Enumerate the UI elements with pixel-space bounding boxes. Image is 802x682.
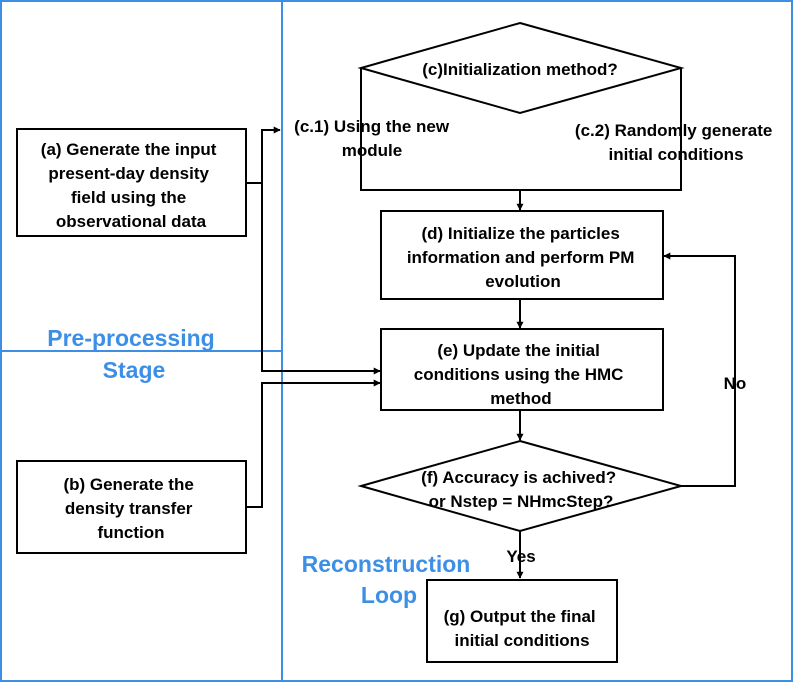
edge-yes-label: Yes xyxy=(506,547,535,566)
preprocessing-stage-label-line2: Stage xyxy=(103,357,166,383)
edge-c-merge-right xyxy=(520,68,682,191)
edge-f-no-loop-to-d xyxy=(663,252,736,487)
preprocessing-stage-label-line1: Pre-processing xyxy=(47,325,214,351)
edge-a-to-c1 xyxy=(246,126,281,184)
node-d-label: (d) Initialize the particles information… xyxy=(407,224,639,291)
reconstruction-loop-label-line1: Reconstruction xyxy=(302,551,471,577)
node-a-label: (a) Generate the input present-day densi… xyxy=(41,140,221,231)
reconstruction-loop-label-line2: Loop xyxy=(361,582,417,608)
node-g-label: (g) Output the final initial conditions xyxy=(444,607,601,650)
node-c-decision xyxy=(357,21,685,115)
node-c1-label: (c.1) Using the new module xyxy=(294,117,454,160)
node-a-box xyxy=(16,128,247,237)
node-e-box xyxy=(380,328,664,411)
connectors xyxy=(246,68,736,579)
node-d-box xyxy=(380,210,664,300)
edge-a-to-e xyxy=(261,183,381,375)
node-e-label: (e) Update the initial conditions using … xyxy=(414,341,628,408)
node-c-label: (c)Initialization method? xyxy=(422,60,618,79)
edge-no-label: No xyxy=(724,374,747,393)
node-f-label: (f) Accuracy is achived? or Nstep = NHmc… xyxy=(421,468,621,511)
edge-c-merge-left xyxy=(360,68,520,191)
node-b-box xyxy=(16,460,247,554)
edge-b-to-e xyxy=(246,379,381,508)
node-b-label: (b) Generate the density transfer functi… xyxy=(63,475,198,542)
node-c2-label: (c.2) Randomly generate initial conditio… xyxy=(575,121,777,164)
reconstruction-loop-frame xyxy=(281,0,793,682)
node-f-decision xyxy=(357,439,685,533)
node-g-box xyxy=(426,579,618,663)
